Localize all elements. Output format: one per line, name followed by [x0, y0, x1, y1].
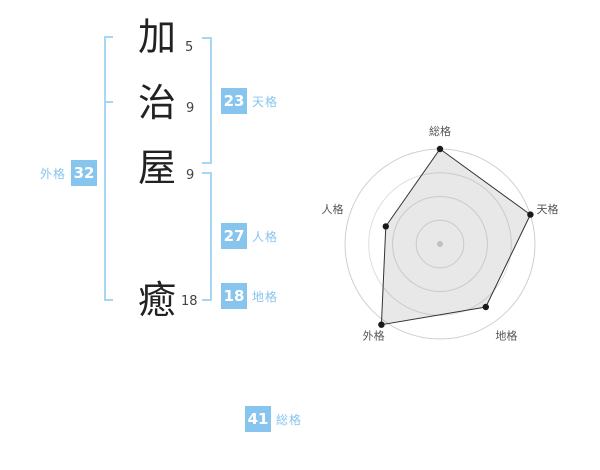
name-character-3: 屋 [138, 146, 177, 190]
stroke-count-2: 9 [186, 101, 195, 116]
jinkaku-value: 27 [221, 223, 247, 249]
tenkaku-label: 天格 [252, 94, 279, 109]
name-character-1: 加 [138, 15, 177, 59]
chikaku-label: 地格 [252, 289, 279, 304]
gaikaku-bracket-tick-middle [104, 101, 113, 103]
radar-axis-label: 外格 [363, 328, 385, 342]
tenkaku-value: 23 [221, 88, 247, 114]
gaikaku-value: 32 [71, 160, 98, 186]
chikaku-value: 18 [221, 283, 247, 309]
stroke-count-3: 9 [186, 168, 195, 183]
fortune-radar-chart: 総格天格地格 外格 人格 [315, 112, 565, 376]
tenkaku-bracket-line [210, 37, 212, 164]
stroke-count-4: 18 [181, 294, 198, 309]
tenkaku-badge: 23 天格 [221, 88, 278, 114]
jinkaku-bracket-tick-bottom [202, 299, 211, 301]
soukaku-label: 総格 [276, 412, 303, 427]
tenkaku-bracket-tick-bottom [202, 162, 211, 164]
radar-axis-label: 天格 [537, 202, 559, 216]
soukaku-badge: 41 総格 [245, 406, 302, 432]
gaikaku-bracket-tick-top [104, 36, 113, 38]
gaikaku-bracket-line [104, 36, 106, 301]
jinkaku-label: 人格 [252, 229, 279, 244]
radar-axis-label: 人格 [322, 202, 344, 216]
radar-axis-label: 地格 [495, 328, 517, 342]
jinkaku-bracket-tick-top [202, 172, 211, 174]
gaikaku-badge: 外格 32 [40, 160, 98, 186]
tenkaku-bracket-tick-top [202, 37, 211, 39]
name-character-2: 治 [138, 81, 177, 125]
jinkaku-bracket-line [210, 172, 212, 301]
chikaku-badge: 18 地格 [221, 283, 278, 309]
jinkaku-badge: 27 人格 [221, 223, 278, 249]
radar-axis-label: 総格 [429, 124, 451, 138]
soukaku-value: 41 [245, 406, 271, 432]
name-character-4: 癒 [138, 278, 177, 322]
stroke-count-1: 5 [185, 40, 194, 55]
gaikaku-bracket-tick-bottom [104, 299, 113, 301]
gaikaku-label: 外格 [40, 166, 67, 181]
